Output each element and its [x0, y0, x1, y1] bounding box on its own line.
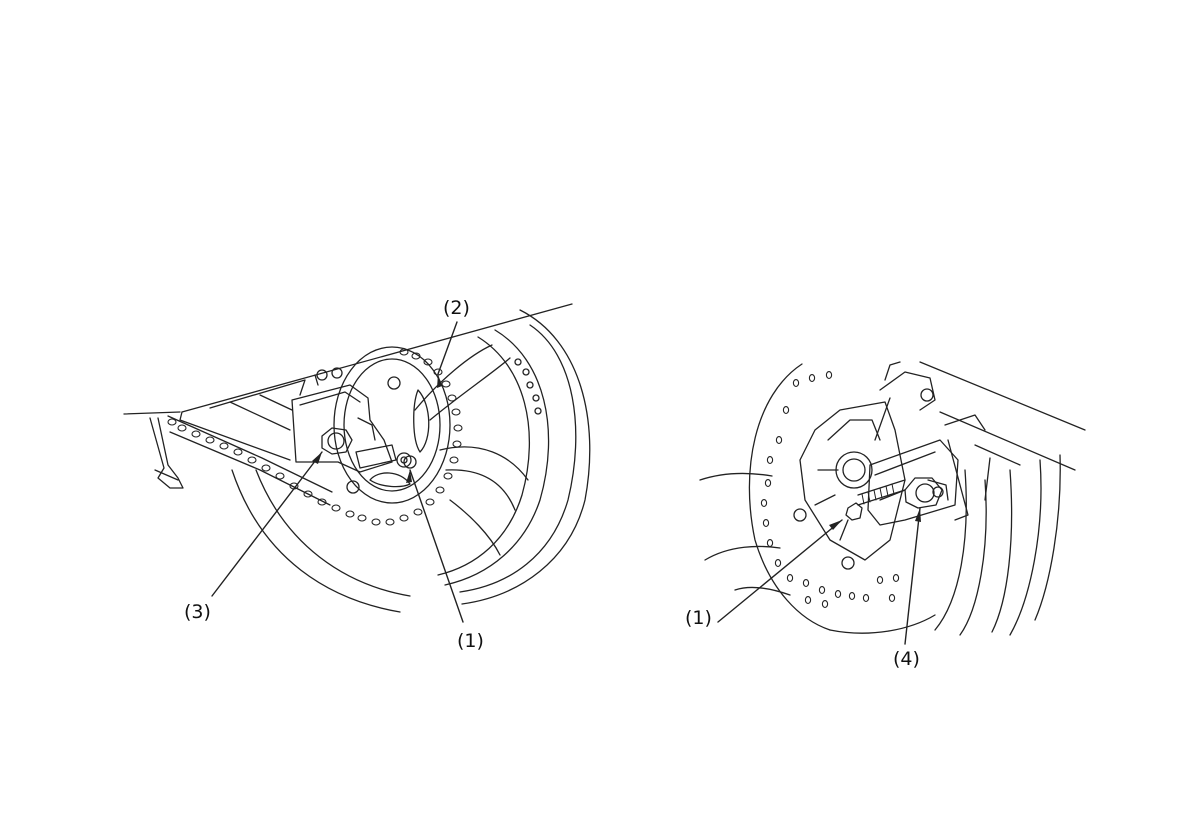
- arrowhead-4: [915, 508, 921, 522]
- left-swingarm-drawing: [124, 304, 572, 488]
- right-swingarm-drawing: [875, 362, 1085, 520]
- callout-2: (2): [443, 299, 470, 318]
- right-brake-disc-drawing: [700, 364, 935, 633]
- callout-4: (4): [893, 650, 920, 669]
- callout-1-left: (1): [457, 632, 484, 651]
- callout-1-right: (1): [685, 609, 712, 628]
- left-axle-and-adjuster-drawing: [292, 368, 411, 472]
- callout-3: (3): [184, 603, 211, 622]
- right-axle-and-adjuster-drawing: [846, 440, 958, 525]
- leader-line-2: [438, 322, 457, 374]
- leader-line-1-left: [410, 470, 463, 622]
- left-sprocket-and-chain-drawing: [168, 347, 462, 525]
- right-tire-drawing: [935, 455, 1060, 635]
- right-leader-lines: [718, 508, 920, 644]
